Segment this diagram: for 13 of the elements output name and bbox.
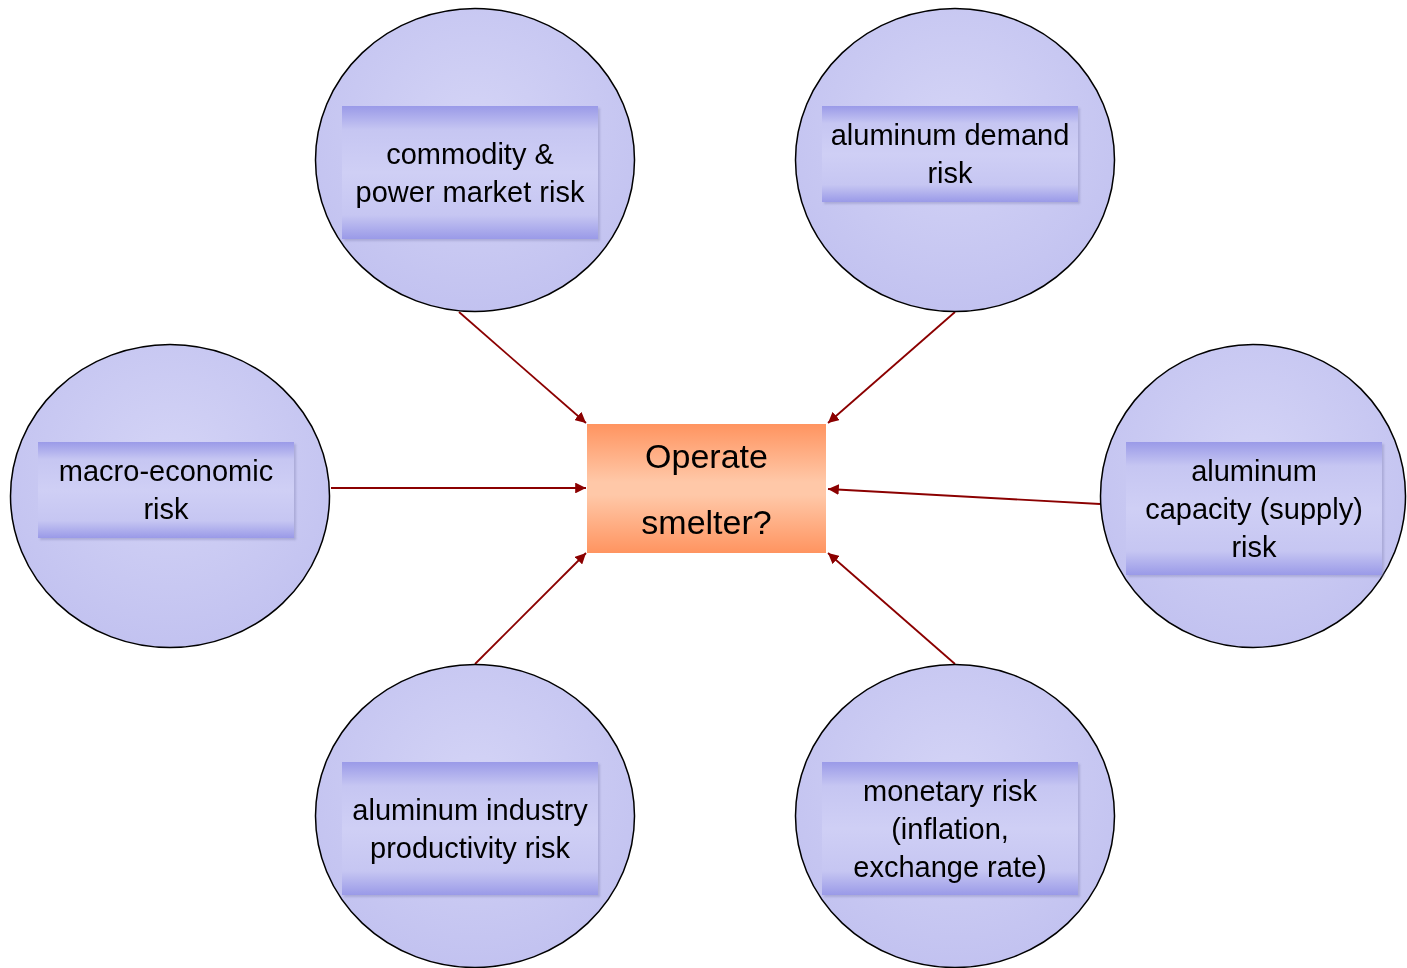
arrow <box>827 484 1101 505</box>
risk-label: monetary risk (inflation, exchange rate) <box>822 762 1078 895</box>
arrow <box>474 552 587 665</box>
risk-label: commodity & power market risk <box>342 106 598 239</box>
risk-label: aluminum industry productivity risk <box>342 762 598 895</box>
arrow <box>458 311 587 424</box>
decision-box: Operate smelter? <box>587 424 826 553</box>
risk-label: aluminum demand risk <box>822 106 1078 202</box>
arrow <box>330 482 587 494</box>
arrow <box>827 552 956 665</box>
arrow <box>827 311 956 424</box>
risk-label: macro-economic risk <box>38 442 294 538</box>
risk-label: aluminum capacity (supply) risk <box>1126 442 1382 575</box>
